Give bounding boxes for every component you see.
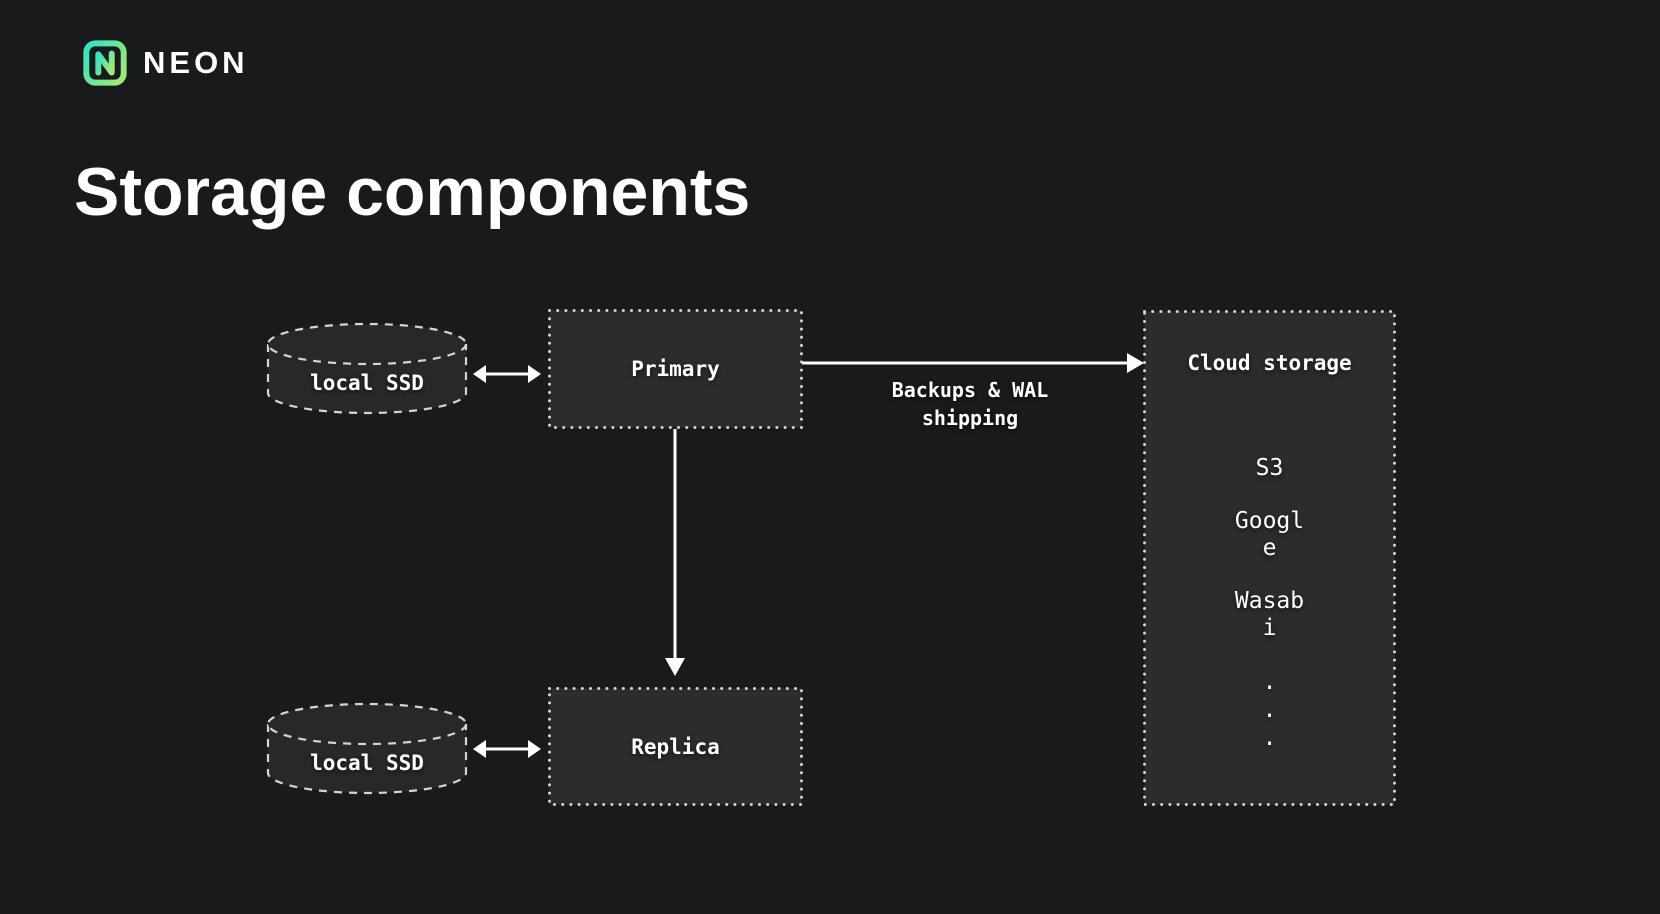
local-ssd-bottom-label: local SSD bbox=[310, 751, 424, 775]
dotted-box-border bbox=[548, 309, 803, 429]
cylinder-shape-icon bbox=[266, 702, 468, 795]
dotted-box-border bbox=[548, 687, 803, 806]
local-ssd-bottom-node: local SSD bbox=[266, 702, 468, 796]
cloud-storage-item: Googl e bbox=[1234, 508, 1305, 561]
local-ssd-replica-double-arrow-icon bbox=[473, 740, 541, 758]
page-title: Storage components bbox=[74, 154, 751, 230]
cloud-storage-item: S3 bbox=[1255, 455, 1284, 481]
cloud-storage-item: Wasab i bbox=[1234, 588, 1305, 641]
cloud-storage-title: Cloud storage bbox=[1187, 351, 1352, 375]
cloud-storage-item: . bbox=[1262, 725, 1277, 751]
backups-wal-shipping-label: Backups & WAL shipping bbox=[891, 378, 1049, 430]
primary-label: Primary bbox=[631, 357, 720, 381]
primary-node: Primary bbox=[548, 309, 803, 429]
cloud-storage-item: . bbox=[1262, 669, 1277, 695]
primary-to-cloud-arrow-icon bbox=[802, 353, 1144, 373]
cloud-storage-item: . bbox=[1262, 697, 1277, 723]
replica-label: Replica bbox=[631, 734, 720, 759]
local-ssd-primary-double-arrow-icon bbox=[473, 365, 541, 383]
brand-wordmark: NEON bbox=[143, 45, 249, 80]
local-ssd-top-node: local SSD bbox=[266, 322, 468, 416]
replica-node: Replica bbox=[548, 687, 803, 806]
local-ssd-top-label: local SSD bbox=[310, 371, 424, 395]
dotted-box-border bbox=[1143, 310, 1396, 806]
primary-to-replica-arrow-icon bbox=[665, 429, 685, 676]
brand-header: NEON bbox=[82, 39, 249, 87]
cylinder-shape-icon bbox=[266, 322, 468, 415]
neon-logo-icon bbox=[83, 40, 127, 86]
